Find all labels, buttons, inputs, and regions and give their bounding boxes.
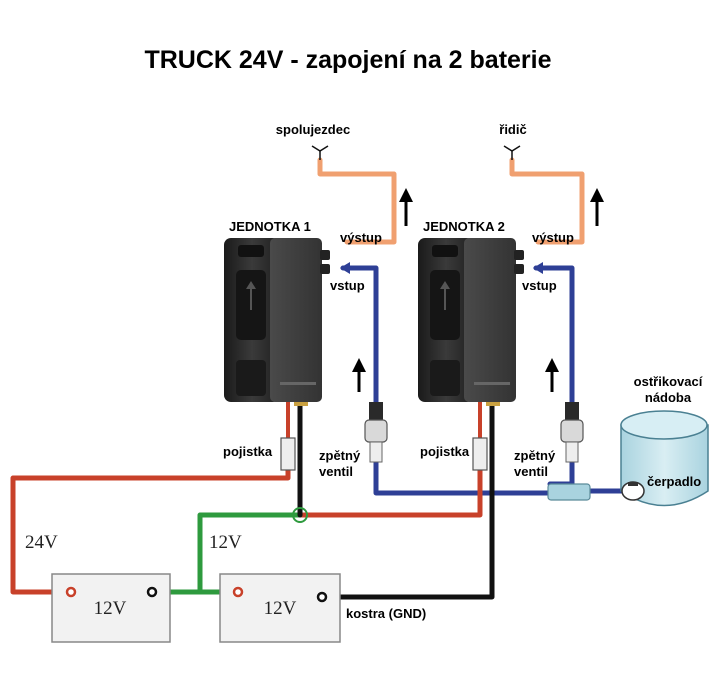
output-hose-unit2 (509, 157, 585, 245)
input-hose-unit2-lower (547, 459, 575, 487)
check-valve-1-label-line1: zpětný (319, 448, 361, 463)
fuse-1 (280, 437, 296, 471)
unit-2-name: JEDNOTKA 2 (423, 219, 505, 234)
washer-reservoir (620, 410, 709, 507)
flow-arrow-up-icon (590, 188, 604, 226)
check-valve-2-label-line1: zpětný (514, 448, 556, 463)
fuse-1-label: pojistka (223, 444, 273, 459)
wire-ground-main (319, 399, 495, 600)
wire-positive-unit2 (297, 459, 483, 518)
reservoir-label-line2: nádoba (645, 390, 692, 405)
unit-1-input-label: vstup (330, 278, 365, 293)
check-valve-2-label-line2: ventil (514, 464, 548, 479)
wire-positive-24v (10, 459, 291, 595)
voltage-12-label: 12V (209, 532, 242, 553)
hose-tee-connector (547, 483, 591, 501)
flow-arrow-up-icon (399, 188, 413, 226)
fuse-2-label: pojistka (420, 444, 470, 459)
battery-1 (51, 573, 171, 643)
battery-2-label: 12V (264, 598, 297, 619)
wires (10, 399, 495, 600)
check-valve-1-label-line2: ventil (319, 464, 353, 479)
unit-1-name: JEDNOTKA 1 (229, 219, 311, 234)
pump-icon (621, 481, 645, 501)
ground-label: kostra (GND) (346, 606, 426, 621)
driver-outlet-label: řidič (499, 122, 526, 137)
check-valve-1 (364, 402, 388, 463)
flow-arrow-up-icon (352, 358, 366, 392)
nozzle-driver-icon (503, 145, 521, 160)
unit-2-input-label: vstup (522, 278, 557, 293)
input-arrow-unit1-icon (340, 262, 350, 274)
output-hoses (317, 157, 585, 245)
unit-2 (418, 238, 524, 406)
input-hose-unit1 (340, 265, 379, 405)
flow-arrow-up-icon (545, 358, 559, 392)
page-title: TRUCK 24V - zapojení na 2 baterie (144, 46, 551, 74)
unit-1-output-label: výstup (340, 230, 382, 245)
wire-bridge-12v (149, 512, 303, 595)
input-hose-unit2 (533, 265, 575, 405)
output-hose-unit1 (317, 157, 397, 245)
battery-1-label: 12V (94, 598, 127, 619)
nozzle-passenger-icon (311, 145, 329, 160)
fuse-2 (472, 437, 488, 471)
flow-arrows (352, 188, 604, 392)
input-arrow-unit2-icon (533, 262, 543, 274)
battery-2 (219, 573, 341, 643)
wire-junction (292, 507, 308, 523)
pump-label: čerpadlo (647, 474, 701, 489)
reservoir-label-line1: ostřikovací (634, 374, 703, 389)
unit-2-output-label: výstup (532, 230, 574, 245)
voltage-24-label: 24V (25, 532, 58, 553)
passenger-outlet-label: spolujezdec (276, 122, 350, 137)
unit-1 (224, 238, 330, 406)
check-valve-2 (560, 402, 584, 463)
